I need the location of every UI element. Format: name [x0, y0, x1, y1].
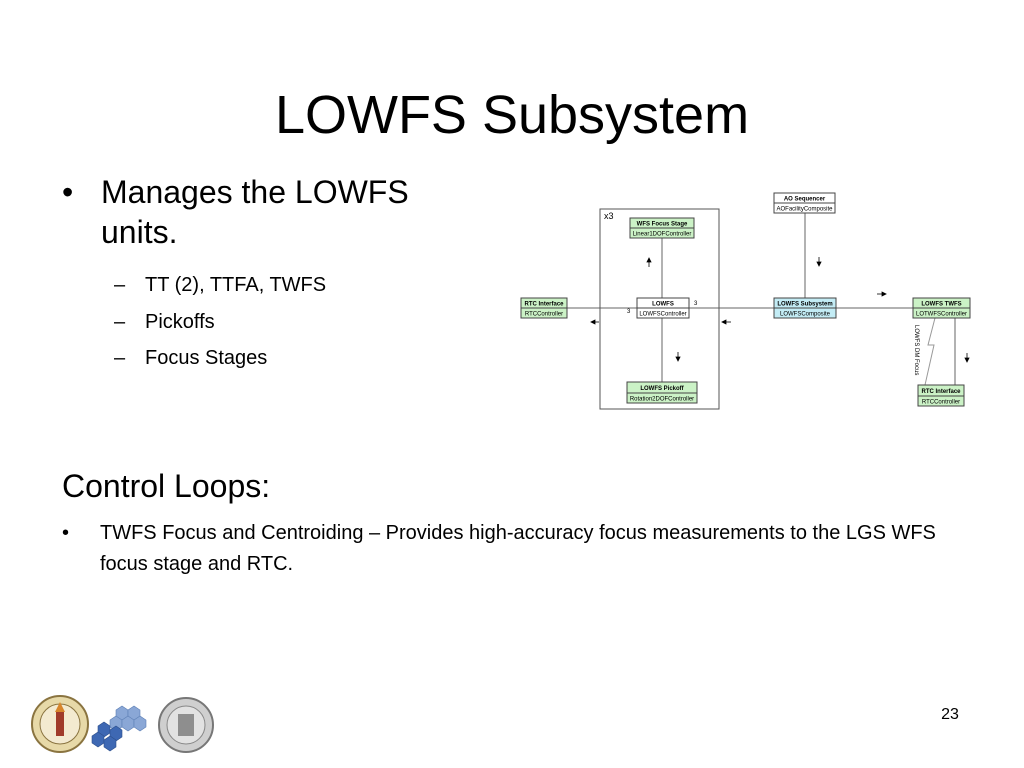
wfs-focus-stage-name: WFS Focus Stage — [637, 222, 688, 228]
arrow-left-icon — [721, 319, 731, 325]
lowfs-twfs-box: LOWFS TWFS LOTWFSController — [912, 297, 971, 319]
arrow-down-icon — [816, 257, 822, 267]
control-loops-heading: Control Loops: — [62, 468, 271, 504]
wfs-focus-stage-class: Linear1DOFController — [633, 232, 692, 238]
rtc-interface-right-name: RTC Interface — [921, 389, 961, 395]
dash: – — [114, 311, 126, 333]
multiplicity-left-label: 3 — [627, 309, 631, 315]
page-number: 23 — [941, 706, 959, 723]
arrow-right-icon — [877, 291, 887, 297]
rtc-interface-left-box: RTC Interface RTCController — [520, 297, 568, 319]
lowfs-dm-focus-label: LOWFS DM Focus — [913, 325, 919, 375]
ao-sequencer-class: AOFacilityComposite — [776, 207, 833, 213]
bullet-dot: • — [62, 174, 74, 210]
sub-bullet-pickoffs: – Pickoffs — [114, 311, 215, 334]
sub-bullet-focus-stages: – Focus Stages — [114, 347, 267, 370]
rtc-interface-left-class: RTCController — [525, 312, 563, 318]
sub-bullet-text: TT (2), TTFA, TWFS — [145, 274, 327, 296]
rtc-interface-left-name: RTC Interface — [524, 302, 564, 308]
slide-title: LOWFS Subsystem — [274, 85, 750, 145]
lowfs-subsystem-name: LOWFS Subsystem — [777, 302, 832, 308]
multiplicity-right-label: 3 — [694, 301, 698, 307]
lowfs-pickoff-name: LOWFS Pickoff — [640, 386, 684, 392]
lowfs-pickoff-class: Rotation2DOFController — [630, 397, 694, 403]
x3-label: x3 — [604, 211, 614, 221]
lowfs-subsystem-class: LOWFSComposite — [780, 312, 831, 318]
bullet-dot: • — [62, 522, 70, 544]
ao-sequencer-box: AO Sequencer AOFacilityComposite — [773, 192, 836, 214]
arrow-left-icon — [590, 319, 599, 325]
arrow-down-icon — [675, 352, 681, 362]
dash: – — [114, 347, 126, 369]
institution-logos — [31, 695, 214, 753]
lowfs-twfs-name: LOWFS TWFS — [921, 302, 961, 308]
lowfs-box: LOWFS LOWFSController — [636, 297, 690, 319]
lowfs-class: LOWFSController — [639, 312, 686, 318]
arrow-down-icon — [964, 353, 970, 363]
dash: – — [114, 274, 126, 296]
bullet-twfs-text: TWFS Focus and Centroiding – Provides hi… — [100, 522, 936, 575]
arrow-up-icon — [646, 257, 652, 267]
lowfs-twfs-class: LOTWFSController — [916, 312, 967, 318]
sub-bullet-units: – TT (2), TTFA, TWFS — [114, 274, 326, 297]
lowfs-subsystem-box: LOWFS Subsystem LOWFSComposite — [773, 297, 837, 319]
ao-sequencer-name: AO Sequencer — [784, 197, 826, 203]
rtc-interface-right-box: RTC Interface RTCController — [917, 384, 965, 407]
lowfs-pickoff-box: LOWFS Pickoff Rotation2DOFController — [626, 381, 698, 404]
uc-seal-logo — [158, 697, 214, 753]
sub-bullet-text: Focus Stages — [145, 347, 268, 369]
bullet-twfs: • TWFS Focus and Centroiding – Provides … — [62, 518, 982, 580]
bullet-manages-text: Manages the LOWFS units. — [101, 174, 409, 250]
x3-container — [599, 208, 720, 410]
rtc-interface-right-class: RTCController — [922, 400, 960, 406]
sub-bullet-text: Pickoffs — [145, 311, 215, 333]
wfs-focus-stage-box: WFS Focus Stage Linear1DOFController — [629, 217, 695, 239]
caltech-seal-logo — [31, 695, 89, 753]
lowfs-name: LOWFS — [652, 302, 674, 308]
keck-mirror-logo — [91, 705, 147, 752]
bullet-manages: • Manages the LOWFS units. — [62, 172, 482, 252]
